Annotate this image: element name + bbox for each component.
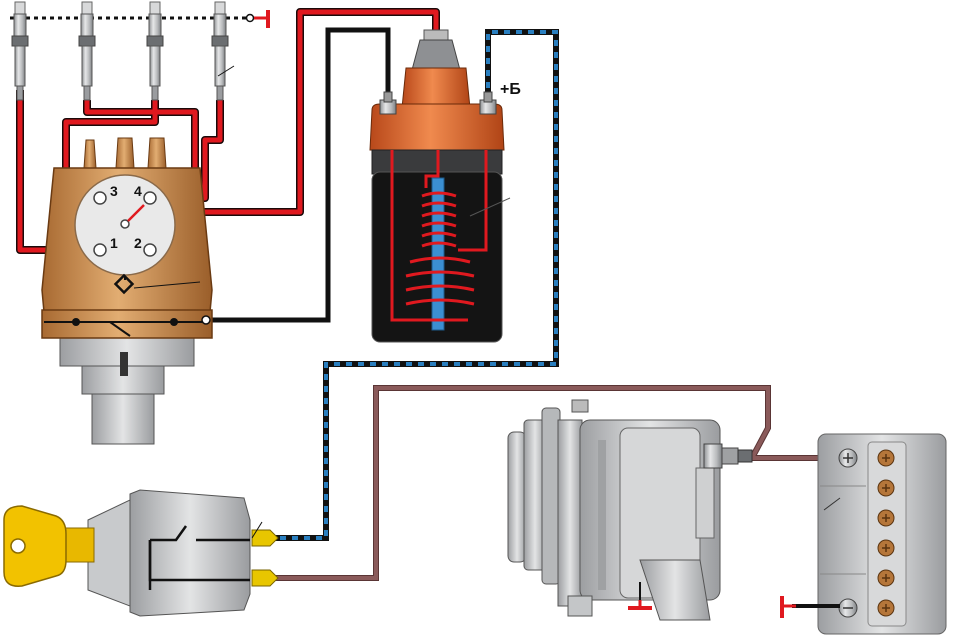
spark-plug-1 (11, 1, 29, 101)
alternator-output-terminal (703, 443, 753, 469)
alternator (507, 399, 753, 621)
spark-plug-4 (211, 1, 235, 101)
spark-plug-3 (146, 1, 164, 101)
ignition-key-icon (3, 505, 95, 587)
battery-cell-caps (877, 449, 895, 617)
coil-core (431, 177, 445, 331)
switch-terminal-upper (251, 529, 279, 547)
battery (780, 433, 947, 635)
ignition-switch (3, 489, 279, 617)
switch-terminal-lower (251, 569, 279, 587)
spark-plugs (11, 1, 235, 101)
blue-striped-wire (270, 30, 558, 540)
spark-plug-2 (78, 1, 96, 101)
cap-number-4: 4 (134, 183, 142, 199)
coil-terminal-left (379, 91, 397, 115)
cam-icon (113, 273, 135, 295)
alternator-pulley (507, 431, 527, 563)
coil-terminal-right (479, 91, 497, 115)
cap-number-3: 3 (110, 183, 118, 199)
cap-number-2: 2 (134, 235, 142, 251)
cap-number-1: 1 (110, 235, 118, 251)
distributor-terminal (201, 315, 211, 325)
cap-contacts (93, 191, 157, 257)
ignition-coil: +Б (369, 29, 521, 343)
battery-negative-terminal (838, 598, 858, 618)
black-wire-coil-to-distributor (206, 27, 391, 323)
distributor-shaft (91, 391, 155, 445)
coil-secondary-winding (405, 150, 475, 306)
distributor: 3 4 1 2 (41, 137, 213, 445)
coil-primary-winding (390, 150, 468, 322)
battery-positive-terminal (838, 448, 858, 468)
coil-plus-terminal-label: +Б (500, 81, 521, 98)
